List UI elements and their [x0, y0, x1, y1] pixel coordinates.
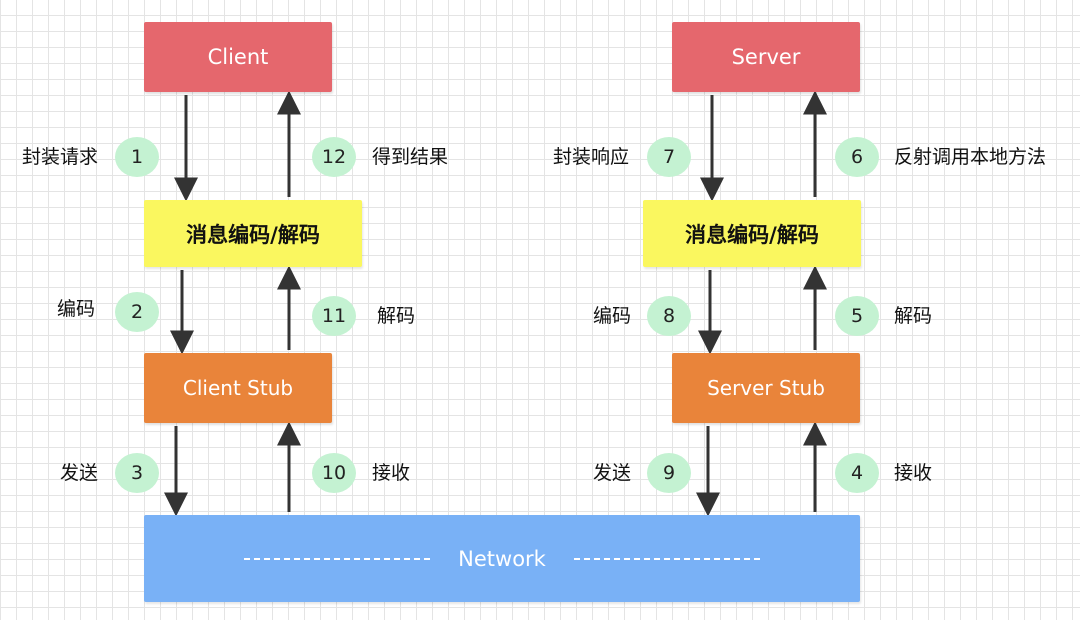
step-1-badge: 1 [115, 137, 159, 177]
step-10-label: 接收 [372, 462, 411, 484]
step-11-badge: 11 [312, 296, 356, 336]
codec-node-right: 消息编码/解码 [643, 200, 861, 267]
network-node-label: Network [458, 546, 546, 571]
step-12-label: 得到结果 [372, 146, 449, 168]
step-10-badge: 10 [312, 453, 356, 493]
network-node-content: Network [244, 547, 760, 571]
step-12-badge: 12 [312, 137, 356, 177]
step-6-badge: 6 [835, 137, 879, 177]
network-dash-right [573, 557, 760, 560]
step-7-badge: 7 [647, 137, 691, 177]
client-stub-node-label: Client Stub [182, 376, 294, 400]
step-2-label: 编码 [57, 298, 96, 320]
step-3-badge: 3 [115, 453, 159, 493]
server-stub-node-label: Server Stub [707, 376, 825, 400]
client-node: Client [144, 22, 332, 92]
network-node: Network [144, 515, 860, 602]
codec-node-left: 消息编码/解码 [144, 200, 362, 267]
step-5-label: 解码 [894, 305, 933, 327]
step-11-label: 解码 [377, 305, 416, 327]
codec-node-right-label: 消息编码/解码 [685, 222, 819, 247]
step-5-badge: 5 [835, 296, 879, 336]
server-node: Server [672, 22, 860, 92]
network-dash-left [244, 557, 431, 560]
step-1-label: 封装请求 [22, 146, 99, 168]
step-9-label: 发送 [593, 462, 632, 484]
server-stub-node: Server Stub [672, 353, 860, 423]
server-node-label: Server [731, 45, 801, 69]
step-8-badge: 8 [647, 296, 691, 336]
client-node-label: Client [207, 45, 269, 69]
step-2-badge: 2 [115, 292, 159, 332]
step-7-label: 封装响应 [553, 146, 630, 168]
step-4-label: 接收 [894, 462, 933, 484]
step-8-label: 编码 [593, 305, 632, 327]
step-4-badge: 4 [835, 453, 879, 493]
codec-node-left-label: 消息编码/解码 [186, 222, 320, 247]
step-3-label: 发送 [60, 462, 99, 484]
client-stub-node: Client Stub [144, 353, 332, 423]
step-6-label: 反射调用本地方法 [894, 146, 1047, 168]
step-9-badge: 9 [647, 453, 691, 493]
